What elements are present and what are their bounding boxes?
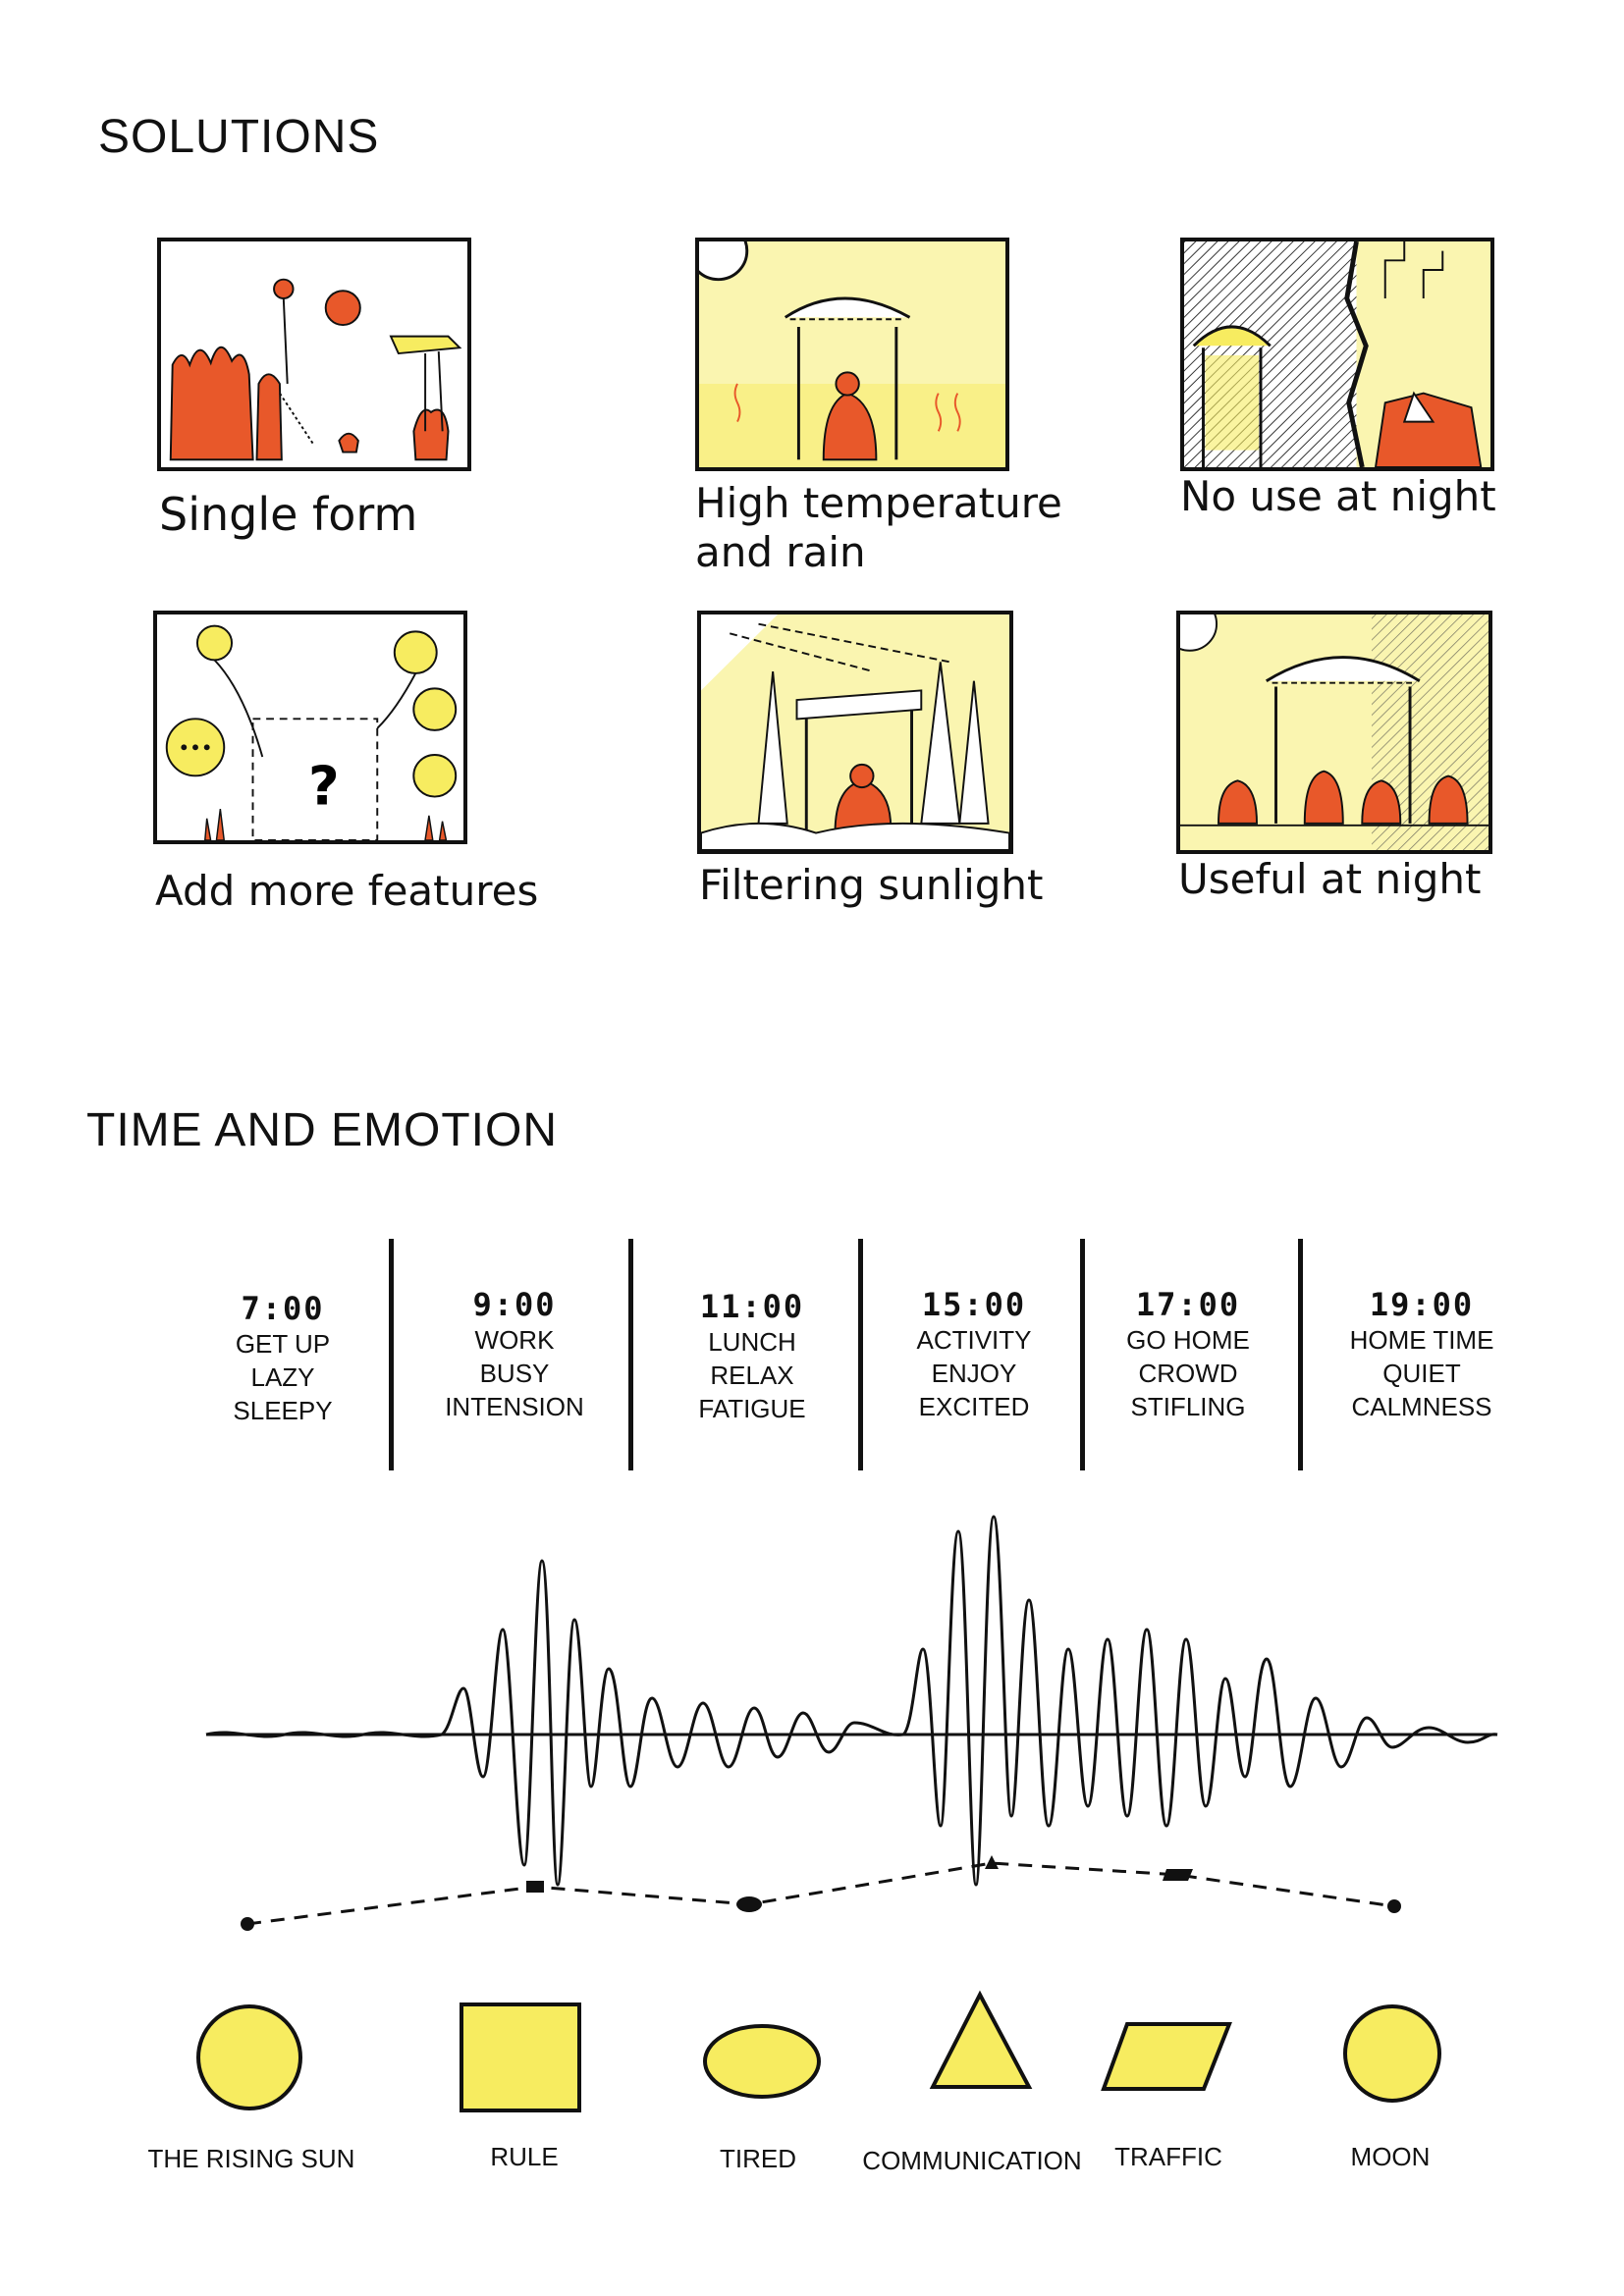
shape-label-moon: MOON xyxy=(1350,2142,1431,2171)
sketch-no-use-at-night xyxy=(1180,238,1494,471)
slot-word: QUIET xyxy=(1382,1359,1461,1388)
timeline-divider xyxy=(628,1239,633,1470)
caption-filtering-sunlight: Filtering sunlight xyxy=(699,861,1044,909)
trend-line xyxy=(246,1861,1395,1926)
trend-point xyxy=(1163,1869,1193,1881)
sketch-filtering-sunlight xyxy=(697,611,1013,854)
circle-sun-shape xyxy=(196,2004,302,2110)
time-slot-9: 9:00 WORK BUSY INTENSION xyxy=(416,1286,613,1423)
trend-point xyxy=(1387,1899,1401,1913)
parallelogram-traffic-shape xyxy=(1101,2022,1232,2091)
timeline-divider xyxy=(1298,1239,1303,1470)
slot-time: 11:00 xyxy=(699,1288,805,1325)
time-slot-11: 11:00 LUNCH RELAX FATIGUE xyxy=(654,1288,850,1425)
slot-word: LAZY xyxy=(250,1362,315,1392)
slot-word: GO HOME xyxy=(1126,1325,1250,1355)
slot-word: ENJOY xyxy=(931,1359,1017,1388)
slot-word: INTENSION xyxy=(445,1392,584,1421)
caption-no-use-at-night: No use at night xyxy=(1180,472,1496,520)
slot-word: WORK xyxy=(474,1325,555,1355)
time-emotion-heading: TIME AND EMOTION xyxy=(86,1104,559,1156)
trend-point xyxy=(526,1881,544,1893)
ellipse-tired-shape xyxy=(703,2024,821,2099)
shape-label-tired: TIRED xyxy=(720,2144,796,2173)
sketch-high-temperature xyxy=(695,238,1009,471)
slot-time: 15:00 xyxy=(921,1286,1027,1323)
circle-moon-shape xyxy=(1343,2004,1441,2103)
slot-time: 9:00 xyxy=(472,1286,557,1323)
timeline-divider xyxy=(1080,1239,1085,1470)
time-slot-15: 15:00 ACTIVITY ENJOY EXCITED xyxy=(876,1286,1072,1423)
slot-word: CALMNESS xyxy=(1351,1392,1492,1421)
slot-word: EXCITED xyxy=(918,1392,1030,1421)
shape-label-communication: COMMUNICATION xyxy=(862,2146,1082,2175)
shape-label-rule: RULE xyxy=(490,2142,559,2171)
slot-word: SLEEPY xyxy=(233,1396,333,1425)
slot-time: 7:00 xyxy=(241,1290,325,1327)
shape-label-rising-sun: THE RISING SUN xyxy=(147,2144,355,2173)
timeline-divider xyxy=(858,1239,863,1470)
slot-word: ACTIVITY xyxy=(916,1325,1032,1355)
trend-point xyxy=(736,1896,762,1912)
time-slot-17: 17:00 GO HOME CROWD STIFLING xyxy=(1090,1286,1286,1423)
slot-time: 19:00 xyxy=(1369,1286,1475,1323)
caption-add-more-features: Add more features xyxy=(155,867,539,915)
shape-label-traffic: TRAFFIC xyxy=(1114,2142,1222,2171)
caption-single-form: Single form xyxy=(159,488,418,541)
time-slot-7: 7:00 GET UP LAZY SLEEPY xyxy=(185,1290,381,1427)
time-slot-19: 19:00 HOME TIME QUIET CALMNESS xyxy=(1324,1286,1520,1423)
slot-word: STIFLING xyxy=(1130,1392,1246,1421)
slot-word: LUNCH xyxy=(708,1327,796,1357)
slot-word: RELAX xyxy=(710,1361,794,1390)
slot-word: GET UP xyxy=(235,1329,331,1359)
caption-useful-at-night: Useful at night xyxy=(1178,855,1482,903)
sketch-add-more-features: ? xyxy=(153,611,467,844)
emotion-shapes xyxy=(196,1990,1441,2112)
trend-point xyxy=(985,1855,999,1869)
sketch-single-form xyxy=(157,238,471,471)
caption-line-1: High temperature xyxy=(695,479,1062,527)
triangle-communication-shape xyxy=(929,1990,1033,2089)
sketch-useful-at-night xyxy=(1176,611,1492,854)
emotion-wave xyxy=(205,1515,1498,1887)
solutions-heading: SOLUTIONS xyxy=(98,111,380,163)
caption-line-2: and rain xyxy=(695,528,866,576)
slot-time: 17:00 xyxy=(1135,1286,1241,1323)
trend-point xyxy=(241,1917,254,1931)
slot-word: CROWD xyxy=(1138,1359,1238,1388)
svg-text:?: ? xyxy=(308,755,340,817)
slot-word: BUSY xyxy=(479,1359,550,1388)
timeline-divider xyxy=(389,1239,394,1470)
slot-word: FATIGUE xyxy=(698,1394,806,1423)
square-rule-shape xyxy=(460,2002,581,2112)
emotion-wave-diagram xyxy=(205,1515,1498,1931)
caption-high-temperature: High temperature and rain xyxy=(695,479,1062,577)
slot-word: HOME TIME xyxy=(1349,1325,1494,1355)
